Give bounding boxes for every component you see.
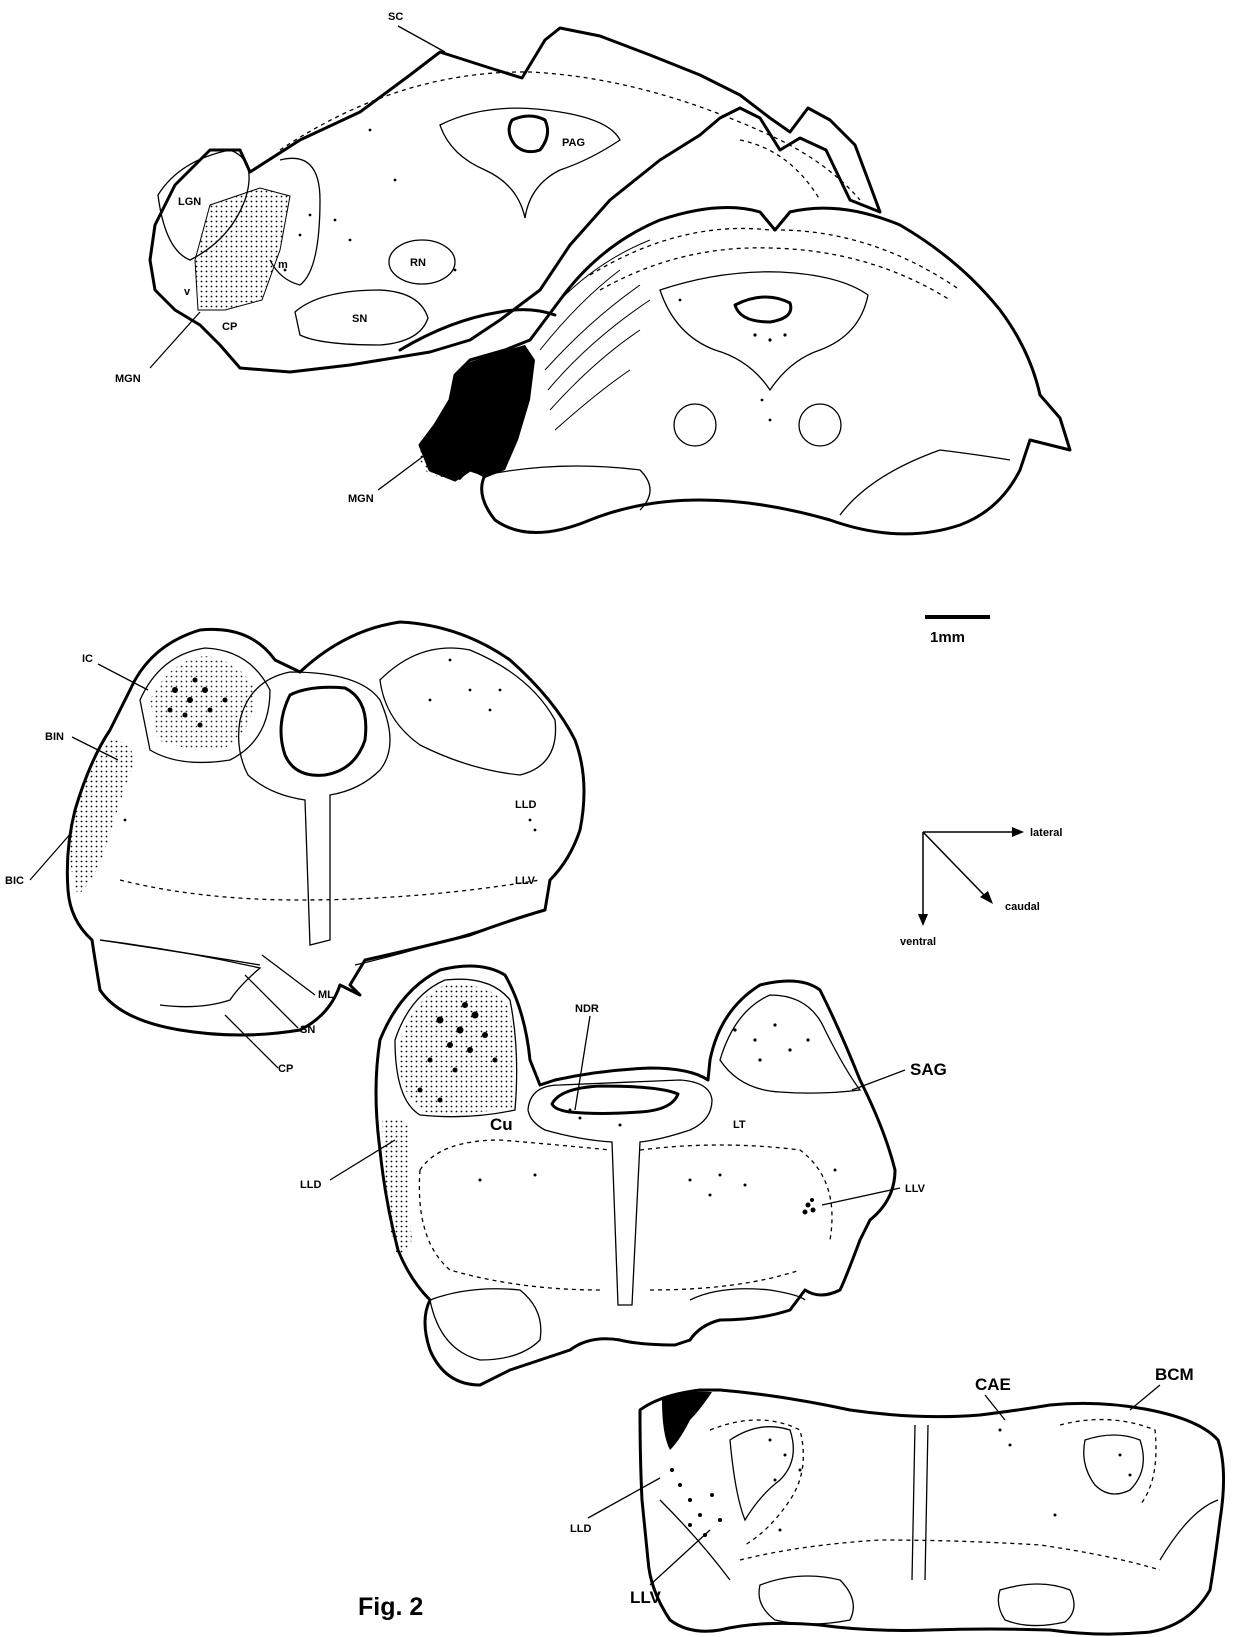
pag-outline [440,108,620,218]
section-4-ventral-right [690,1289,805,1300]
label-cae: CAE [975,1375,1011,1394]
section-5-left-inner [730,1427,793,1520]
label-bcm: BCM [1155,1365,1194,1384]
label-sc: SC [388,11,403,23]
section-5-ventral-dash [740,1540,1160,1570]
section-4-lateral-stipple [382,1118,412,1253]
label-ic: IC [82,653,93,665]
section-3-outline [67,622,584,1035]
leader-bcm [1130,1385,1160,1410]
label-lt: LT [733,1119,746,1131]
section-4-inner-dash [419,1140,832,1290]
orientation-axes: lateral caudal ventral [900,827,1062,948]
section-2: MGN [348,208,1070,534]
leader-llv-5 [650,1530,710,1585]
section-3-ventral-line [100,910,545,965]
section-2-pag-outline [660,272,868,390]
label-cp: CP [222,321,237,333]
section-1-cut-edge [400,310,555,350]
section-2-scattered-dots [679,299,787,422]
section-5-right-inner [1084,1435,1144,1494]
leader-ic [98,664,148,690]
section-2-fibers [540,240,650,430]
leader-ndr [575,1016,590,1110]
section-3-aqueduct [281,687,366,775]
label-cp-3: CP [278,1063,293,1075]
figure-title: Fig. 2 [358,1593,423,1621]
section-4-dense-stipple [398,985,514,1113]
lateral-arrow-icon [1012,827,1024,837]
section-1-scattered-dots [284,129,457,272]
section-1: SC PAG LGN RN m v CP SN MGN [115,11,880,385]
label-lld-5: LLD [570,1523,591,1535]
scale-bar: 1mm [925,617,990,646]
section-4-ventral-left [430,1289,541,1360]
section-5-ventral-left [759,1576,853,1624]
leader-cp-3 [225,1015,278,1068]
axis-label-caudal: caudal [1005,901,1040,913]
section-4: NDR SAG Cu LT LLD LLV [300,966,947,1385]
label-rn: RN [410,257,426,269]
leader-sc [398,26,445,52]
section-2-left-nucleus [674,404,716,446]
label-pag: PAG [562,137,585,149]
section-5-lateral-line [660,1500,1218,1580]
label-llv-5: LLV [630,1588,662,1607]
section-4-right-dorsal [720,995,860,1093]
section-3-bic-stipple [70,740,135,895]
leader-mgn-1 [150,312,200,368]
section-2-right-nucleus [799,404,841,446]
section-5: CAE BCM LLD LLV [570,1365,1224,1634]
section-5-midline [912,1425,928,1580]
leader-ml [262,955,315,995]
label-ml: ML [318,989,334,1001]
aqueduct [509,116,547,152]
axis-label-lateral: lateral [1030,827,1062,839]
section-3-ic-stipple [150,656,255,749]
label-bin: BIN [45,731,64,743]
section-5-outline [640,1390,1224,1634]
label-sag: SAG [910,1060,947,1079]
label-mgn-1: MGN [115,373,141,385]
section-5-lld-black [662,1392,712,1450]
leader-mgn-2 [378,455,425,490]
section-3-cp-outline [100,940,260,1007]
leader-cae [985,1395,1005,1420]
section-5-left-dash [710,1420,803,1545]
section-5-right-dash [1060,1420,1156,1505]
ventral-arrow-icon [918,914,928,926]
section-3-right-ic-outline [380,648,556,775]
section-2-dashed-1 [590,228,960,290]
label-v: v [184,286,191,298]
scale-bar-label: 1mm [930,629,965,646]
label-m: m [278,259,288,271]
label-mgn-2: MGN [348,493,374,505]
section-5-ventral-right [998,1584,1074,1626]
section-2-ventral-right [840,450,1010,515]
label-sn-3: SN [300,1024,315,1036]
label-sn: SN [352,313,367,325]
label-lld-3: LLD [515,799,536,811]
label-cu: Cu [490,1115,513,1134]
section-3-aqueduct-outer [239,672,390,945]
axis-label-ventral: ventral [900,936,936,948]
leader-bic [30,832,72,880]
label-bic: BIC [5,875,24,887]
label-llv-3: LLV [515,875,536,887]
section-4-llv-cluster [803,1198,816,1215]
label-lld-4: LLD [300,1179,321,1191]
leader-sn-3 [245,975,298,1028]
label-ndr: NDR [575,1003,599,1015]
section-2-ventral-left [485,466,650,510]
section-2-aqueduct [735,297,791,322]
label-lgn: LGN [178,196,201,208]
mgn-stippled-region [195,188,290,310]
label-llv-4: LLV [905,1183,926,1195]
leader-lld-5 [588,1478,660,1518]
section-5-scattered-dots [670,1429,1132,1538]
